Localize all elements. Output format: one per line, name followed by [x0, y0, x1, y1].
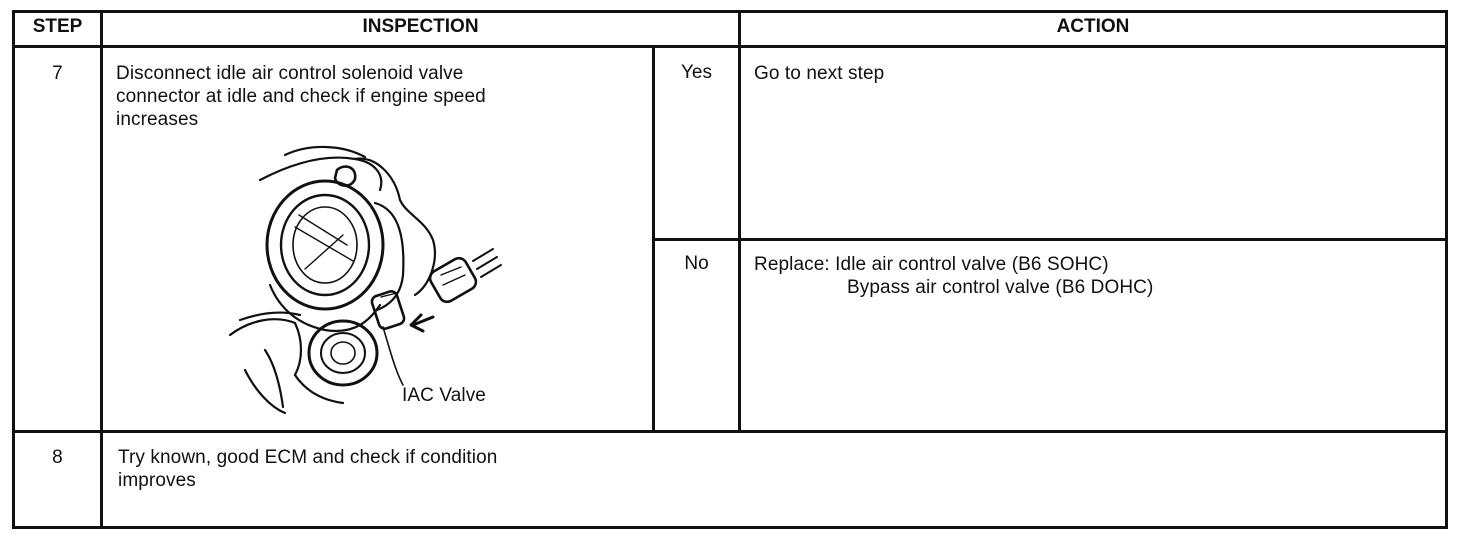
inspection-line: Try known, good ECM and check if conditi…: [118, 447, 498, 468]
yes-action-text: Go to next step: [754, 63, 885, 84]
inspection-line: Disconnect idle air control solenoid val…: [116, 63, 464, 84]
inspection-text-step-7: Disconnect idle air control solenoid val…: [116, 62, 646, 131]
throttle-body-iac-valve-illustration-icon: [228, 145, 502, 415]
row7-bottom-line: [12, 430, 1448, 433]
inspection-line: connector at idle and check if engine sp…: [116, 86, 486, 107]
table-border-bottom: [12, 526, 1448, 529]
header-bottom-line: [12, 45, 1448, 48]
inspection-line: increases: [116, 109, 199, 130]
header-inspection: INSPECTION: [362, 16, 479, 37]
table-border-left: [12, 10, 15, 529]
step-number-7: 7: [52, 63, 63, 84]
step-column-divider: [100, 10, 103, 529]
no-action-line: Replace: Idle air control valve (B6 SOHC…: [754, 254, 1109, 275]
yes-label: Yes: [681, 62, 712, 83]
inspection-text-step-8: Try known, good ECM and check if conditi…: [118, 446, 818, 492]
no-action-text: Replace: Idle air control valve (B6 SOHC…: [754, 253, 1153, 299]
inspection-action-divider: [738, 10, 741, 433]
step-number-8: 8: [52, 447, 63, 468]
iac-valve-label: IAC Valve: [402, 385, 486, 406]
header-step: STEP: [32, 16, 83, 37]
no-label: No: [684, 253, 709, 274]
no-action-line: Bypass air control valve (B6 DOHC): [847, 277, 1154, 298]
table-border-top: [12, 10, 1448, 13]
yes-no-row-divider: [652, 238, 1448, 241]
table-border-right: [1445, 10, 1448, 529]
inspection-line: improves: [118, 470, 196, 491]
header-action: ACTION: [1056, 16, 1130, 37]
